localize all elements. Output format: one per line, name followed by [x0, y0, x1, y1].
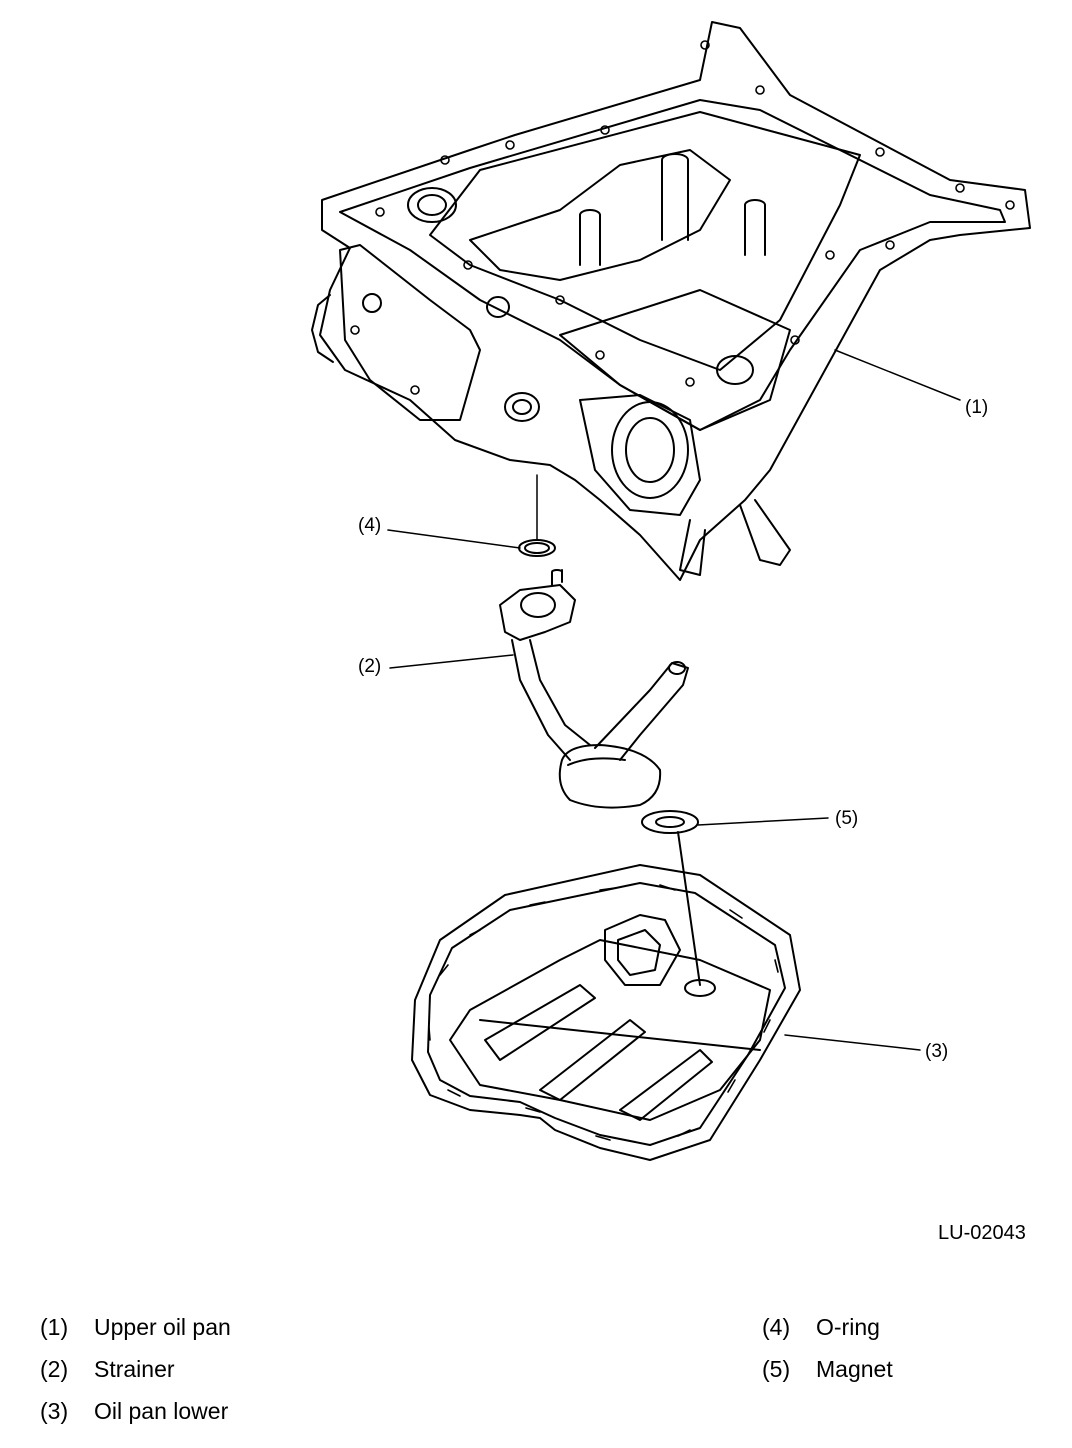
legend-item-3: (3) Oil pan lower — [40, 1397, 228, 1425]
callout-4: (4) — [358, 515, 382, 536]
legend-label: Oil pan lower — [94, 1398, 229, 1424]
callout-2: (2) — [358, 656, 382, 677]
legend-item-4: (4) O-ring — [762, 1313, 880, 1341]
figure-code: LU-02043 — [938, 1222, 1026, 1244]
legend-item-1: (1) Upper oil pan — [40, 1313, 231, 1341]
leader-lines — [387, 349, 961, 1051]
callout-5: (5) — [835, 808, 859, 829]
legend-number: (5) — [762, 1356, 791, 1382]
legend-number: (3) — [40, 1398, 69, 1424]
callout-1: (1) — [965, 397, 989, 418]
upper-oil-pan-drawing — [311, 21, 1031, 581]
strainer-drawing — [499, 569, 689, 809]
o-ring-drawing — [518, 539, 556, 557]
legend-number: (4) — [762, 1314, 791, 1340]
legend-label: Magnet — [816, 1356, 893, 1382]
callout-3: (3) — [925, 1041, 949, 1062]
oil-pan-lower-drawing — [411, 864, 801, 1161]
legend-number: (2) — [40, 1356, 69, 1382]
legend-label: Strainer — [94, 1356, 175, 1382]
exploded-oil-pan-diagram — [311, 21, 1031, 1161]
legend-label: O-ring — [816, 1314, 880, 1340]
legend-item-5: (5) Magnet — [762, 1355, 893, 1383]
legend-label: Upper oil pan — [94, 1314, 231, 1340]
legend-number: (1) — [40, 1314, 69, 1340]
legend-item-2: (2) Strainer — [40, 1355, 175, 1383]
